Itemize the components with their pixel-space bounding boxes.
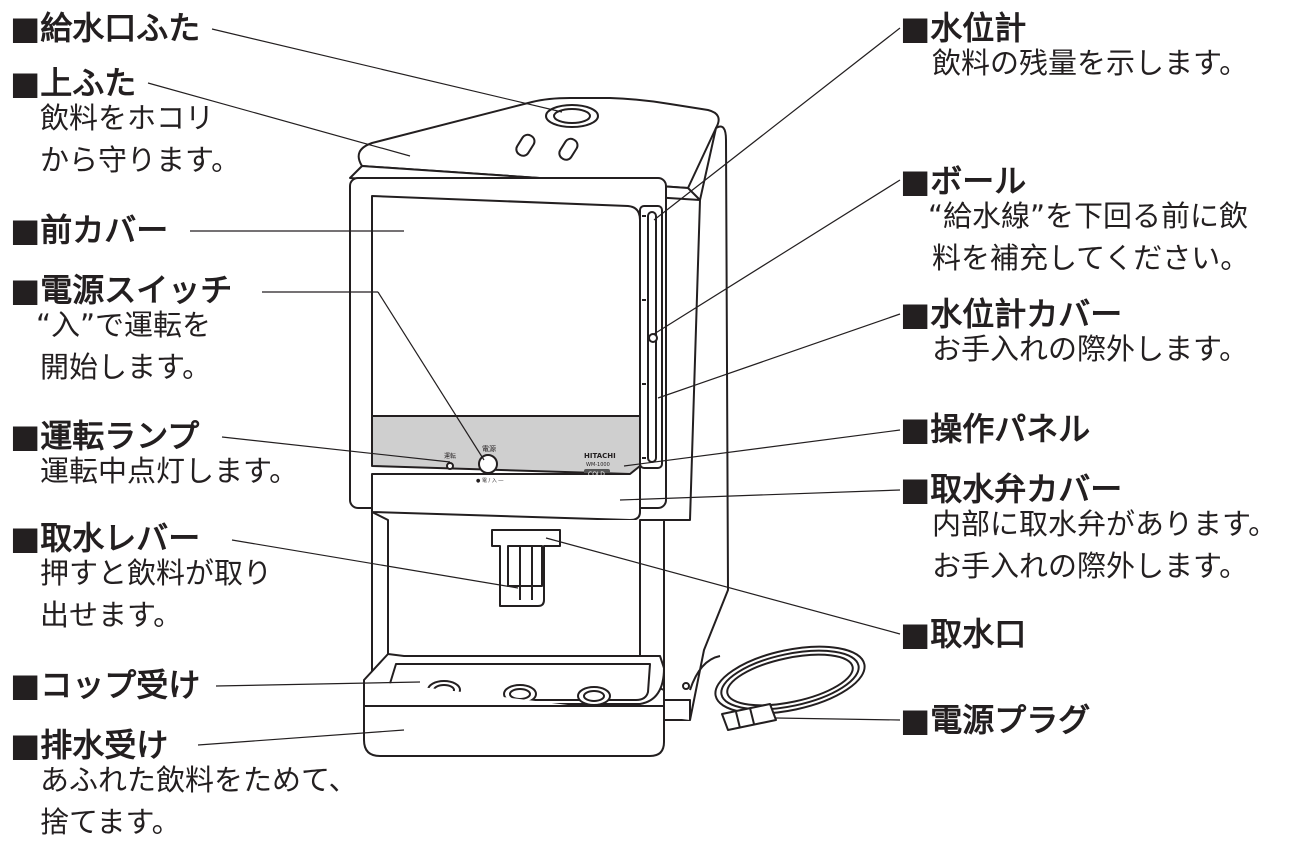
cup-hole-3 <box>577 686 611 706</box>
label-cup-uke: コップ受け <box>10 669 200 701</box>
label-dengen-switch: 電源スイッチ <box>10 274 232 306</box>
body-side <box>663 125 729 721</box>
power-cord <box>682 645 866 715</box>
label-kyusuiguchi-futa: 給水口ふた <box>10 12 200 44</box>
panel-switch-label: 電源 <box>482 444 496 453</box>
leader-suiikei <box>653 27 901 221</box>
lid-handle-right <box>558 137 579 161</box>
label-shusui-lever: 取水レバー <box>10 522 200 554</box>
desc-uwabuta-1: 飲料をホコリ <box>40 101 215 135</box>
desc-suiikei-cover: お手入れの際外します。 <box>932 332 1249 366</box>
desc-haisui-uke-1: あふれた飲料をためて、 <box>40 763 358 797</box>
label-shusuiguchi: 取水口 <box>900 618 1026 650</box>
front-cover <box>371 195 641 417</box>
leader-unten-lamp <box>221 436 451 463</box>
desc-shusuiben-1: 内部に取水弁があります。 <box>932 507 1278 541</box>
label-ball: ボール <box>900 165 1026 197</box>
desc-unten-lamp: 運転中点灯します。 <box>40 454 299 488</box>
label-suiikei: 水位計 <box>900 12 1026 44</box>
leader-uwabuta <box>147 82 411 157</box>
leader-ball <box>653 179 901 335</box>
panel-model: WM-1000 <box>586 462 610 468</box>
leader-cup-uke <box>215 681 421 687</box>
desc-shusui-lever-1: 押すと飲料が取り <box>40 556 273 590</box>
panel-switch-sub: ● 電 / 入 ― <box>476 478 503 484</box>
desc-ball-1: “給水線”を下回る前に飲 <box>928 199 1249 233</box>
label-mae-cover: 前カバー <box>10 214 168 246</box>
desc-shusuiben-2: お手入れの際外します。 <box>932 549 1249 583</box>
label-suiikei-cover: 水位計カバー <box>900 298 1122 330</box>
label-unten-lamp: 運転ランプ <box>10 420 199 452</box>
label-dengen-plug: 電源プラグ <box>900 704 1090 736</box>
desc-dengen-2: 開始します。 <box>40 350 212 384</box>
desc-ball-2: 料を補充してください。 <box>932 241 1250 275</box>
desc-uwabuta-2: から守ります。 <box>40 143 241 177</box>
label-uwabuta: 上ふた <box>10 67 136 99</box>
power-switch <box>478 454 498 474</box>
desc-dengen-1: “入”で運転を <box>36 308 212 342</box>
label-haisui-uke: 排水受け <box>10 729 168 761</box>
leader-shusui-lever <box>231 539 519 589</box>
label-sousa-panel: 操作パネル <box>900 413 1090 445</box>
lid-handle-left <box>515 133 536 157</box>
panel-brand: HITACHI <box>584 452 616 460</box>
drain-tray <box>363 680 691 757</box>
desc-haisui-uke-2: 捨てます。 <box>40 805 181 839</box>
leader-haisui-uke <box>197 729 405 746</box>
leader-shusuiben <box>619 489 901 501</box>
panel-lamp-label: 運転 <box>444 452 456 460</box>
leader-kyusuiguchi <box>211 28 563 113</box>
label-shusuiben-cover: 取水弁カバー <box>900 473 1122 505</box>
leader-sousa-panel <box>623 429 901 467</box>
top-lid <box>357 97 720 189</box>
desc-shusui-lever-2: 出せます。 <box>40 598 183 632</box>
leader-dengen-plug <box>775 717 901 721</box>
desc-suiikei: 飲料の残量を示します。 <box>932 46 1249 80</box>
run-lamp <box>446 462 454 470</box>
level-ball <box>648 333 658 343</box>
power-plug <box>721 703 777 731</box>
leader-shusuiguchi <box>545 537 901 635</box>
panel-mode: COLD <box>588 471 605 478</box>
leader-suiikei-cover <box>657 313 901 399</box>
